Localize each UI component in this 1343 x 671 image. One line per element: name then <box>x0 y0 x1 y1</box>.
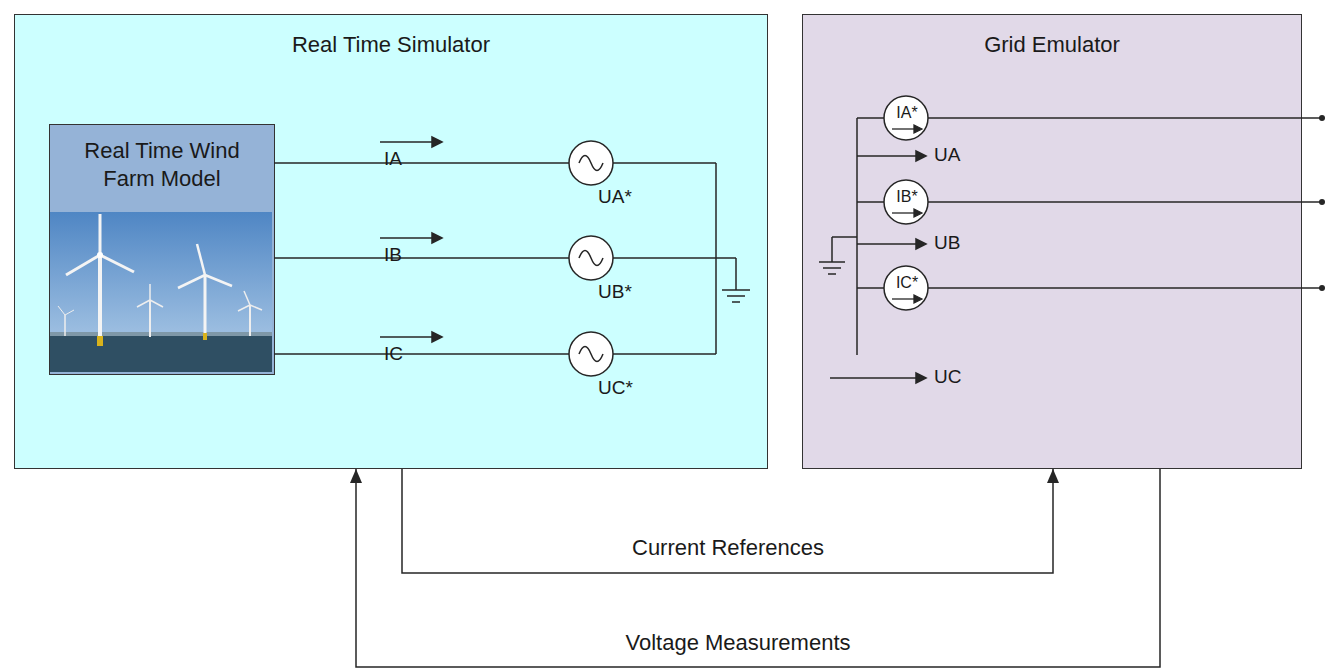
source-label: IC* <box>896 273 918 293</box>
current-source: IA* <box>885 97 929 141</box>
arrow-head <box>350 469 362 483</box>
connector-label: Current References <box>629 535 827 561</box>
arrow-head <box>1047 469 1059 483</box>
connector-line <box>402 469 1053 573</box>
box-title: Real Time Wind Farm Model <box>58 137 266 192</box>
box-title: Grid Emulator <box>811 31 1293 59</box>
source-arrow <box>892 125 922 303</box>
signal-name: IB <box>384 244 402 266</box>
signal-name: UB* <box>598 281 632 303</box>
signal-name: IA <box>384 148 402 170</box>
signal-connector <box>402 469 1059 573</box>
model-box: Real Time Wind Farm Model <box>49 124 275 375</box>
emulator-wiring <box>819 118 1322 355</box>
wind-farm-picture <box>50 212 272 372</box>
source-label: IB* <box>896 187 917 207</box>
signal-name: UA* <box>598 186 632 208</box>
simulator-wiring <box>274 163 750 354</box>
simulator-box: Real Time SimulatorReal Time Wind Farm M… <box>14 14 768 469</box>
signal-name: IC <box>384 343 403 365</box>
connector-line <box>356 469 1160 667</box>
signal-name: UB <box>934 232 960 254</box>
connector-label: Voltage Measurements <box>622 630 853 656</box>
signal-connector <box>350 469 1160 667</box>
signal-name: UC* <box>598 377 633 399</box>
signal-name: UC <box>934 366 961 388</box>
source-label: IA* <box>896 103 917 123</box>
current-source-symbol <box>884 96 928 310</box>
emulator-box: Grid EmulatorIA* IB* IC* <box>802 14 1302 469</box>
voltage-arrow <box>830 151 926 383</box>
voltage-source-symbol <box>569 141 613 376</box>
signal-name: UA <box>934 144 960 166</box>
box-title: Real Time Simulator <box>23 31 759 59</box>
current-arrow <box>380 137 442 342</box>
terminal-dot <box>1319 115 1325 291</box>
current-source: IC* <box>885 267 929 311</box>
current-source: IB* <box>885 181 929 225</box>
